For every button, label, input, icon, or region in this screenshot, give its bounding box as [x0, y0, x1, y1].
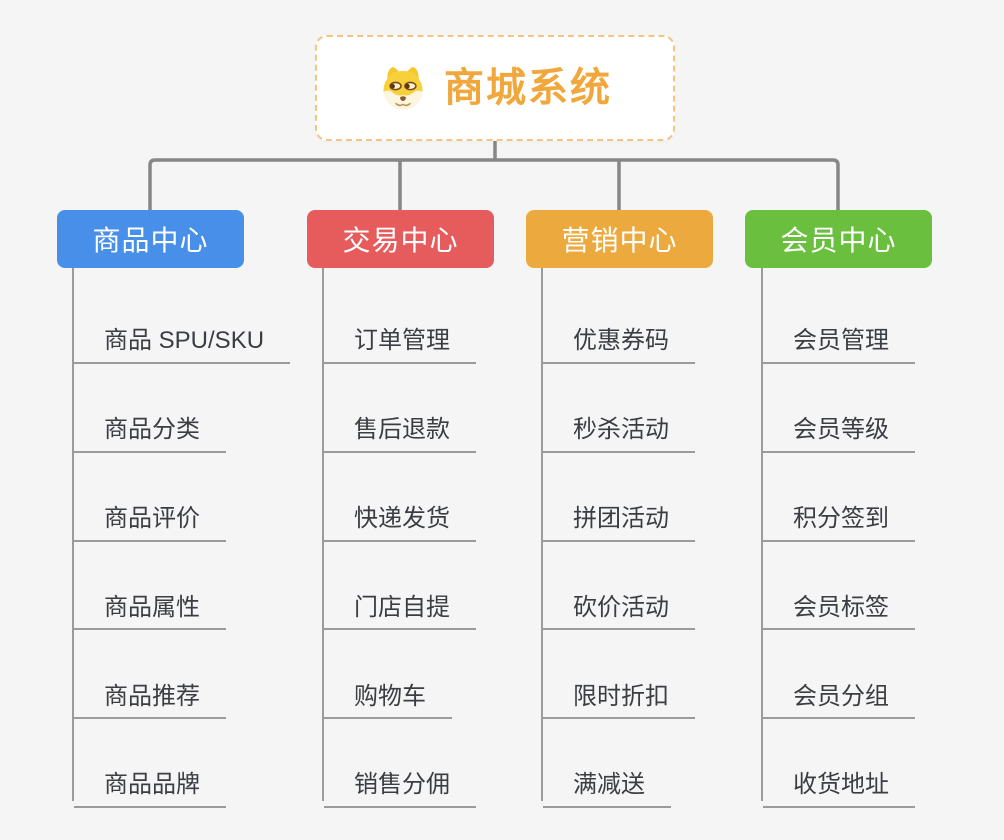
leaf-item[interactable]: 满减送 — [543, 751, 671, 808]
leaf-item[interactable]: 收货地址 — [763, 751, 915, 808]
leaf-item[interactable]: 限时折扣 — [543, 662, 695, 720]
leaf-item[interactable]: 商品推荐 — [74, 662, 226, 720]
leaf-item[interactable]: 商品评价 — [74, 485, 226, 542]
leaf-item[interactable]: 订单管理 — [324, 307, 476, 364]
leaf-item[interactable]: 商品品牌 — [74, 751, 226, 808]
branch-node-trade-center[interactable]: 交易中心 — [307, 210, 494, 268]
branch-items-product-center: 商品 SPU/SKU 商品分类商品评价商品属性商品推荐商品品牌 — [72, 268, 314, 808]
leaf-item[interactable]: 会员管理 — [763, 307, 915, 364]
branch-items-member-center: 会员管理会员等级积分签到会员标签会员分组收货地址 — [761, 268, 1003, 808]
root-title: 商城系统 — [444, 66, 612, 110]
leaf-item[interactable]: 售后退款 — [324, 396, 476, 453]
branch-items-marketing-center: 优惠券码秒杀活动拼团活动砍价活动限时折扣满减送 — [541, 268, 783, 808]
branch-node-member-center[interactable]: 会员中心 — [745, 210, 932, 268]
branch-node-marketing-center[interactable]: 营销中心 — [526, 210, 713, 268]
leaf-item[interactable]: 优惠券码 — [543, 307, 695, 364]
leaf-item[interactable]: 购物车 — [324, 662, 452, 720]
leaf-item[interactable]: 积分签到 — [763, 485, 915, 542]
doge-icon — [383, 66, 423, 110]
leaf-item[interactable]: 商品 SPU/SKU — [74, 307, 291, 364]
branch-node-product-center[interactable]: 商品中心 — [57, 210, 244, 268]
leaf-item[interactable]: 门店自提 — [324, 573, 476, 631]
leaf-item[interactable]: 砍价活动 — [543, 573, 695, 631]
leaf-item[interactable]: 会员标签 — [763, 573, 915, 631]
root-node[interactable]: 商城系统 — [315, 35, 675, 141]
leaf-item[interactable]: 拼团活动 — [543, 485, 695, 542]
leaf-item[interactable]: 会员分组 — [763, 662, 915, 720]
leaf-item[interactable]: 会员等级 — [763, 396, 915, 453]
branch-items-trade-center: 订单管理售后退款快递发货门店自提购物车销售分佣 — [322, 268, 564, 808]
leaf-item[interactable]: 商品分类 — [74, 396, 226, 453]
leaf-item[interactable]: 销售分佣 — [324, 751, 476, 808]
leaf-item[interactable]: 商品属性 — [74, 573, 226, 631]
leaf-item[interactable]: 快递发货 — [324, 485, 476, 542]
leaf-item[interactable]: 秒杀活动 — [543, 396, 695, 453]
